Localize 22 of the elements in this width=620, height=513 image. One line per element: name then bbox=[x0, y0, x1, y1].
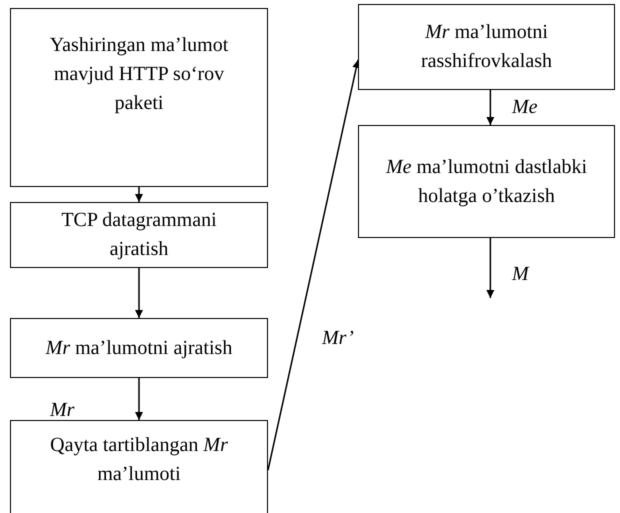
box-text: TCP datagrammani ajratish bbox=[60, 208, 218, 262]
edge-label: Mr bbox=[50, 398, 74, 422]
arrow bbox=[486, 238, 494, 298]
arrow bbox=[135, 187, 143, 202]
box-text: Qayta tartiblangan Mr ma’lumoti bbox=[49, 433, 229, 487]
edge-label: Mr’ bbox=[322, 326, 354, 350]
process-box bbox=[10, 8, 268, 187]
box-text: Mr ma’lumotni ajratish bbox=[46, 336, 232, 360]
arrow bbox=[267, 60, 360, 470]
edge-label: Me bbox=[512, 95, 538, 119]
process-box bbox=[358, 4, 615, 90]
box-text: Mr ma’lumotni rasshifrovkalash bbox=[420, 20, 554, 74]
arrow bbox=[135, 378, 143, 420]
arrow bbox=[486, 90, 494, 125]
process-box bbox=[358, 125, 615, 238]
box-text: Yashiringan ma’lumot mavjud HTTP so‘rov paketi bbox=[48, 33, 230, 116]
box-text: Me ma’lumotni dastlabki holatga o’tkazish bbox=[384, 154, 588, 208]
arrow bbox=[135, 268, 143, 318]
process-box bbox=[10, 202, 268, 268]
edge-label: M bbox=[512, 262, 529, 286]
process-box bbox=[10, 420, 268, 513]
process-box bbox=[10, 318, 268, 378]
